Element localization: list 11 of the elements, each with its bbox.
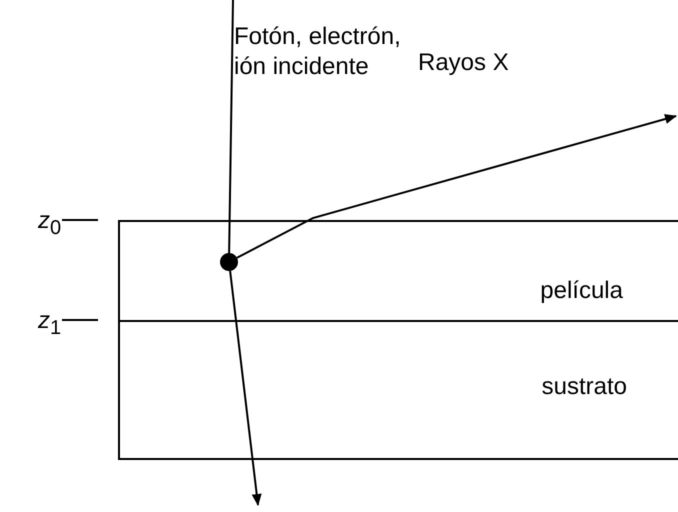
layer-label: película [540, 276, 623, 306]
output-label: Rayos X [418, 48, 510, 78]
layer-box [118, 320, 678, 460]
incident-label: Fotón, electrón, ión incidente [234, 22, 402, 82]
layer-label: sustrato [542, 372, 627, 402]
ray-arrow [229, 270, 262, 506]
depth-label: z$_{0}$ [38, 206, 62, 241]
interaction-point [220, 253, 238, 271]
ray-arrow [236, 114, 677, 259]
layer-box [118, 220, 678, 322]
depth-label: z$_{1}$ [38, 306, 62, 341]
